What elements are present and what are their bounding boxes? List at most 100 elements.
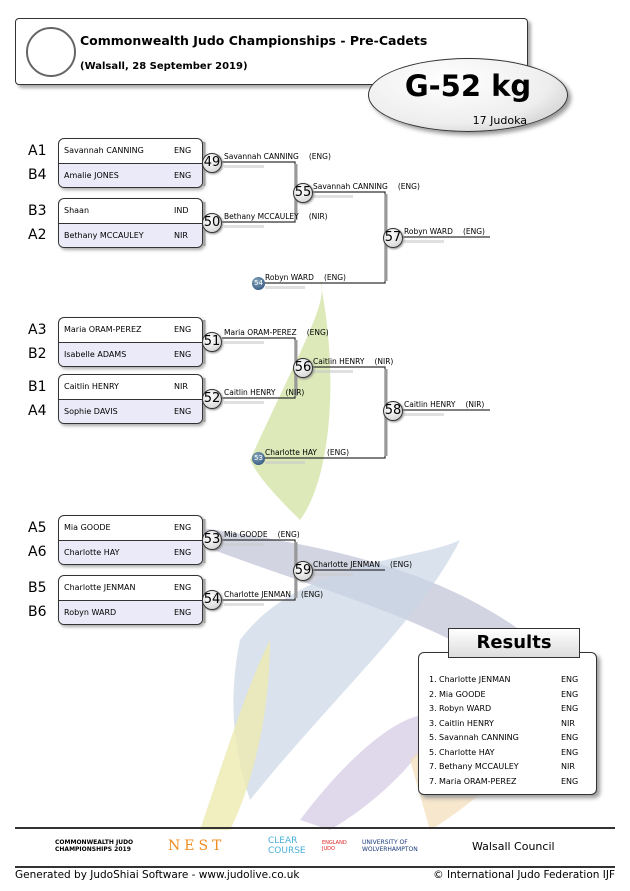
competitor-name: Robyn WARD bbox=[64, 608, 117, 618]
result-place: 3. bbox=[429, 704, 437, 713]
repechage-match-badge: 53 bbox=[252, 452, 265, 465]
footer-generated: Generated by JudoShiai Software - www.ju… bbox=[15, 869, 300, 881]
repechage-match-badge: 54 bbox=[252, 277, 265, 290]
sponsor-wolverhampton-logo: UNIVERSITY OF WOLVERHAMPTON bbox=[362, 839, 418, 853]
score-text bbox=[313, 195, 353, 198]
seed-label: B3 bbox=[28, 203, 47, 219]
results-title: Results bbox=[448, 628, 580, 658]
competitor-row[interactable]: Mia GOODE ENG bbox=[59, 516, 202, 541]
competitor-name: Mia GOODE bbox=[64, 523, 111, 533]
match-number: 52 bbox=[202, 389, 222, 409]
winner-country: (ENG) bbox=[277, 530, 300, 539]
score-text bbox=[224, 603, 264, 606]
competitor-country: ENG bbox=[174, 608, 192, 618]
competitor-name: Charlotte JENMAN bbox=[64, 583, 136, 593]
winner-label: Savannah CANNING(ENG) bbox=[224, 152, 331, 161]
page-title: Commonwealth Judo Championships - Pre-Ca… bbox=[80, 33, 428, 48]
competitor-country: ENG bbox=[174, 350, 192, 360]
winner-label: Caitlin HENRY(NIR) bbox=[313, 357, 393, 366]
competitor-country: ENG bbox=[174, 171, 192, 181]
event-subtitle: (Walsall, 28 September 2019) bbox=[80, 61, 248, 72]
result-row: 3.Caitlin HENRY NIR bbox=[429, 719, 589, 728]
result-place: 7. bbox=[429, 762, 437, 771]
sponsor-walsall-logo: Walsall Council bbox=[472, 839, 555, 853]
winner-label: Robyn WARD(ENG) bbox=[404, 227, 485, 236]
category-name: G-52 kg bbox=[404, 69, 532, 103]
competitor-row[interactable]: Robyn WARD ENG bbox=[59, 600, 202, 624]
match-number: 59 bbox=[293, 561, 313, 581]
winner-country: (ENG) bbox=[390, 560, 413, 569]
winner-country: (ENG) bbox=[397, 182, 420, 191]
result-country: ENG bbox=[561, 689, 579, 699]
score-text bbox=[224, 225, 264, 228]
winner-name: Charlotte JENMAN bbox=[313, 560, 380, 569]
competitor-country: ENG bbox=[174, 146, 192, 156]
score-text bbox=[404, 240, 444, 243]
divider bbox=[15, 866, 615, 868]
competitor-name: Charlotte HAY bbox=[64, 548, 120, 558]
competitor-row[interactable]: Amalie JONES ENG bbox=[59, 163, 202, 187]
result-country: ENG bbox=[561, 776, 579, 786]
match-number: 49 bbox=[202, 153, 222, 173]
score-text bbox=[404, 413, 444, 416]
winner-country: (ENG) bbox=[308, 152, 331, 161]
winner-name: Charlotte HAY bbox=[265, 448, 317, 457]
competitor-name: Isabelle ADAMS bbox=[64, 350, 127, 360]
competitor-name: Shaan bbox=[64, 206, 90, 216]
winner-label: Charlotte JENMAN (ENG) bbox=[313, 560, 412, 569]
competitor-row[interactable]: Charlotte JENMAN ENG bbox=[59, 576, 202, 601]
winner-country: (ENG) bbox=[306, 328, 329, 337]
match-number: 50 bbox=[202, 213, 222, 233]
seed-label: A1 bbox=[28, 143, 47, 159]
score-text bbox=[265, 286, 305, 289]
sponsor-clearcourse-logo: CLEAR COURSE bbox=[268, 836, 306, 856]
competitor-name: Amalie JONES bbox=[64, 171, 119, 181]
seed-label: B4 bbox=[28, 167, 47, 183]
competitor-country: ENG bbox=[174, 407, 192, 417]
score-text bbox=[224, 165, 264, 168]
winner-label: Savannah CANNING (ENG) bbox=[313, 182, 420, 191]
score-text bbox=[224, 401, 264, 404]
competitor-country: ENG bbox=[174, 583, 192, 593]
result-country: NIR bbox=[561, 718, 575, 728]
sponsor-englandjudo-logo: ENGLAND JUDO bbox=[322, 840, 347, 852]
match-number: 54 bbox=[202, 590, 222, 610]
result-place: 3. bbox=[429, 718, 437, 728]
winner-label: Charlotte JENMAN(ENG) bbox=[224, 590, 323, 599]
winner-name: Maria ORAM-PEREZ bbox=[224, 328, 297, 337]
result-place: 7. bbox=[429, 776, 437, 786]
footer-copyright: © International Judo Federation IJF bbox=[433, 869, 615, 881]
winner-label: Charlotte HAY(ENG) bbox=[265, 448, 349, 457]
result-name: Robyn WARD bbox=[439, 704, 492, 713]
seed-label: A3 bbox=[28, 322, 47, 338]
competitor-row[interactable]: Isabelle ADAMS ENG bbox=[59, 342, 202, 366]
result-country: ENG bbox=[561, 733, 579, 742]
winner-name: Caitlin HENRY bbox=[404, 400, 456, 409]
association-logo bbox=[26, 27, 76, 77]
result-country: NIR bbox=[561, 762, 575, 771]
match-pair: Charlotte JENMAN ENG Robyn WARD ENG bbox=[58, 575, 203, 625]
score-text bbox=[224, 543, 264, 546]
winner-name: Caitlin HENRY bbox=[313, 357, 365, 366]
competitor-country: ENG bbox=[174, 523, 192, 533]
result-name: Caitlin HENRY bbox=[439, 718, 494, 728]
winner-name: Charlotte JENMAN bbox=[224, 590, 291, 599]
winner-label: Caitlin HENRY(NIR) bbox=[404, 400, 484, 409]
winner-name: Savannah CANNING bbox=[313, 182, 388, 191]
score-text bbox=[313, 370, 353, 373]
